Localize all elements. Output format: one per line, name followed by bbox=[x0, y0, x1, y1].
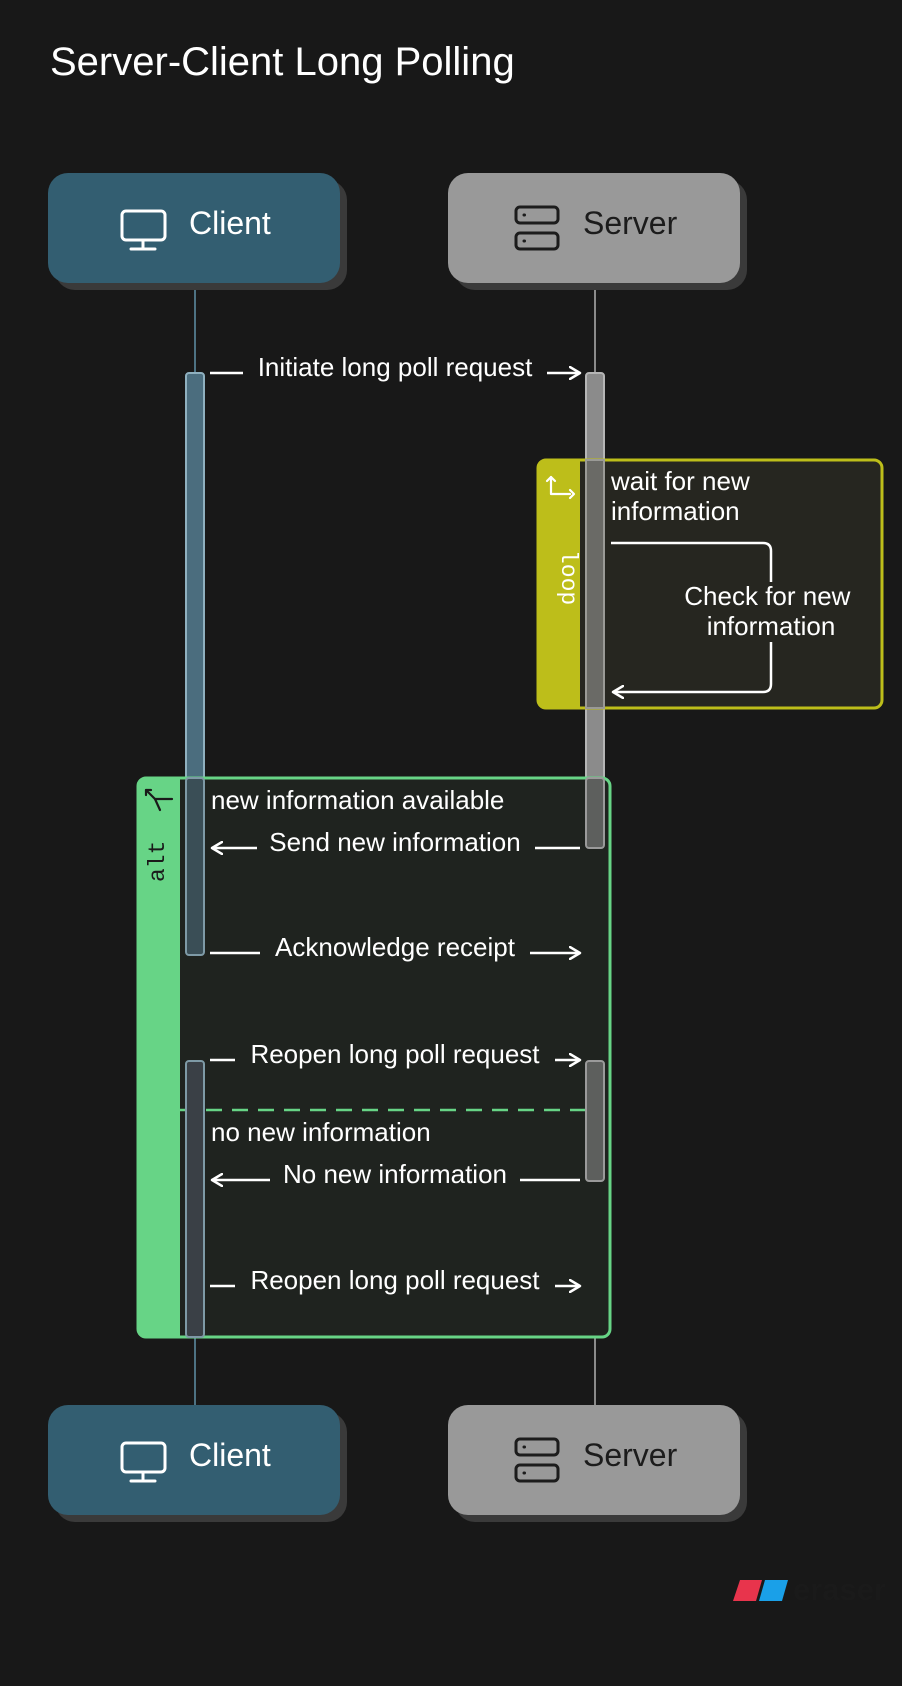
self-message-label: Check for new information bbox=[684, 581, 857, 641]
loop-icon bbox=[545, 475, 576, 500]
diagram-title: Server-Client Long Polling bbox=[50, 40, 515, 84]
server-label: Server bbox=[583, 205, 678, 241]
alt-condition-1: new information available bbox=[211, 785, 504, 815]
server-icon bbox=[514, 205, 560, 251]
loop-condition: wait for new information bbox=[610, 466, 757, 526]
server-participant-bottom[interactable]: Server bbox=[448, 1405, 747, 1522]
message-initiate-label: Initiate long poll request bbox=[258, 352, 533, 382]
server-participant-top[interactable]: Server bbox=[448, 173, 747, 290]
eraser-logo-mark-red bbox=[733, 1580, 762, 1601]
alt-fragment: alt new information available no new inf… bbox=[136, 776, 612, 1339]
self-message-arrow bbox=[611, 541, 773, 692]
message-acknowledge-label: Acknowledge receipt bbox=[275, 932, 516, 962]
client-activation-bar-2 bbox=[185, 1060, 205, 1338]
eraser-logo-mark-blue bbox=[759, 1580, 788, 1601]
message-no-new: No new information bbox=[212, 1159, 580, 1189]
message-acknowledge: Acknowledge receipt bbox=[210, 932, 580, 962]
client-activation-bar-1-alt bbox=[185, 777, 205, 956]
message-reopen-2: Reopen long poll request bbox=[210, 1265, 580, 1295]
server-activation-bar-1-alt bbox=[585, 777, 605, 849]
loop-tag: loop bbox=[555, 550, 581, 605]
server-icon bbox=[514, 1437, 560, 1483]
monitor-icon bbox=[120, 209, 167, 251]
message-reopen-2-label: Reopen long poll request bbox=[250, 1265, 540, 1295]
client-participant-top[interactable]: Client bbox=[48, 173, 347, 290]
client-participant-bottom[interactable]: Client bbox=[48, 1405, 347, 1522]
message-reopen-1-label: Reopen long poll request bbox=[250, 1039, 540, 1069]
loop-fragment: loop wait for new information Check for … bbox=[536, 458, 884, 710]
eraser-logo[interactable]: eraser bbox=[733, 1572, 886, 1607]
server-label-bottom: Server bbox=[583, 1437, 678, 1473]
message-send-new-label: Send new information bbox=[269, 827, 520, 857]
message-no-new-label: No new information bbox=[283, 1159, 507, 1189]
alt-condition-2: no new information bbox=[211, 1117, 431, 1147]
server-activation-overlap bbox=[585, 459, 605, 709]
alt-tag: alt bbox=[145, 841, 171, 882]
client-label: Client bbox=[189, 205, 271, 241]
eraser-logo-text: eraser bbox=[793, 1572, 886, 1607]
message-initiate: Initiate long poll request bbox=[210, 352, 580, 382]
server-activation-bar-2 bbox=[585, 1060, 605, 1182]
monitor-icon bbox=[120, 1441, 167, 1483]
message-reopen-1: Reopen long poll request bbox=[210, 1039, 580, 1069]
client-label-bottom: Client bbox=[189, 1437, 271, 1473]
message-send-new: Send new information bbox=[212, 827, 580, 857]
alt-branch-icon bbox=[144, 788, 174, 812]
